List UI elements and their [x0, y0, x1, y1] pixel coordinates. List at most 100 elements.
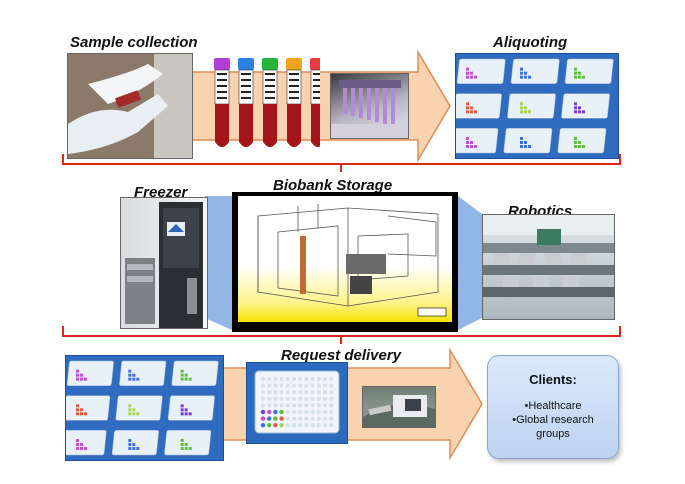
plate-well — [260, 423, 266, 428]
plate-well — [279, 383, 284, 388]
plate-well — [285, 383, 290, 388]
top-bracket — [62, 154, 621, 172]
plate-well — [298, 409, 303, 415]
plate-well — [298, 390, 303, 395]
plate-well — [322, 376, 328, 382]
selected-plate-panel — [246, 362, 348, 444]
plate-well — [184, 373, 188, 377]
plate-well — [291, 396, 297, 401]
microplate — [167, 395, 215, 421]
plate-well — [76, 377, 79, 381]
tube-blood — [287, 104, 301, 147]
plate-well — [180, 408, 184, 412]
plate-well — [76, 447, 79, 450]
plate-well — [304, 376, 309, 382]
plate-well — [466, 137, 469, 140]
tube-blood — [215, 104, 229, 147]
plate-well — [128, 377, 132, 381]
plate-well — [184, 408, 188, 412]
plate-well — [466, 106, 469, 110]
gloved-hands-image — [68, 54, 192, 158]
biobank-storage-title: Biobank Storage — [273, 177, 393, 194]
tube-cap — [214, 58, 230, 70]
tube-blood — [311, 104, 320, 147]
plate-well — [528, 145, 531, 148]
clients-item-global-research: •Global research — [512, 414, 594, 426]
plate-well — [298, 403, 303, 408]
clients-box: Clients: •Healthcare •Global research gr… — [487, 355, 619, 459]
plate-well — [132, 377, 136, 381]
plate-well — [180, 439, 184, 442]
plate-well — [578, 75, 581, 79]
plate-well — [316, 403, 321, 408]
plate-well — [310, 403, 315, 408]
plate-well — [128, 439, 132, 442]
plate-well — [279, 403, 284, 408]
plate-well — [273, 376, 278, 382]
tube-cap — [310, 58, 320, 70]
freezer-connector — [205, 196, 232, 330]
plate-well — [285, 416, 290, 421]
plate-well — [180, 369, 184, 373]
plate-well — [291, 383, 297, 388]
plate-well — [84, 447, 87, 450]
plate-well — [128, 408, 132, 412]
plate-well — [260, 383, 266, 388]
plate-well — [260, 416, 266, 421]
aliquoting-robot-photo — [330, 73, 409, 139]
plate-well — [267, 423, 272, 428]
plate-well — [304, 403, 309, 408]
plate-well — [304, 409, 309, 415]
plate-well — [316, 390, 321, 395]
plate-well — [329, 390, 334, 395]
plate-well — [322, 409, 328, 415]
plate-well — [470, 110, 473, 114]
plate-well — [267, 383, 272, 388]
microplate — [503, 128, 553, 154]
plate-well — [329, 409, 334, 415]
plate-well — [76, 439, 79, 442]
plate-well — [474, 110, 477, 114]
plate-well — [310, 390, 315, 395]
microplate — [59, 430, 107, 456]
biobank-storage-image — [232, 192, 458, 332]
plate-well — [128, 373, 132, 377]
plate-well — [524, 110, 527, 114]
microplate — [119, 360, 167, 386]
robotics-photo — [482, 214, 615, 320]
plate-well — [80, 373, 83, 377]
plate-well — [260, 403, 266, 408]
plate-well — [128, 443, 132, 446]
plate-well — [132, 373, 136, 377]
plate-well — [582, 145, 585, 148]
plate-well — [184, 443, 188, 446]
plate-well — [188, 377, 192, 381]
plate-well — [76, 373, 79, 377]
plate-well — [466, 110, 469, 114]
plate-well — [136, 377, 140, 381]
aliquoting-plates-grid — [449, 53, 619, 159]
plate-well — [285, 403, 290, 408]
microplate — [456, 58, 506, 84]
plate-well — [310, 409, 315, 415]
freezer-unit-image — [125, 202, 203, 328]
plate-well — [273, 390, 278, 395]
plate-well — [267, 403, 272, 408]
plate-well — [316, 409, 321, 415]
plate-well — [279, 409, 284, 415]
plate-well — [310, 376, 315, 382]
plate-well — [260, 390, 266, 395]
plate-well — [273, 416, 278, 421]
plate-well — [132, 447, 136, 450]
plate-well — [180, 447, 184, 450]
plate-well — [322, 383, 328, 388]
plate-well — [524, 145, 527, 148]
storage-render-panel — [238, 196, 452, 322]
plate-well — [466, 145, 469, 148]
plate-well — [80, 412, 83, 416]
plate-well — [128, 447, 132, 450]
plate-well — [132, 408, 136, 412]
plate-well — [578, 110, 581, 114]
plate-well — [574, 137, 577, 140]
freezer-title: Freezer — [134, 184, 188, 201]
